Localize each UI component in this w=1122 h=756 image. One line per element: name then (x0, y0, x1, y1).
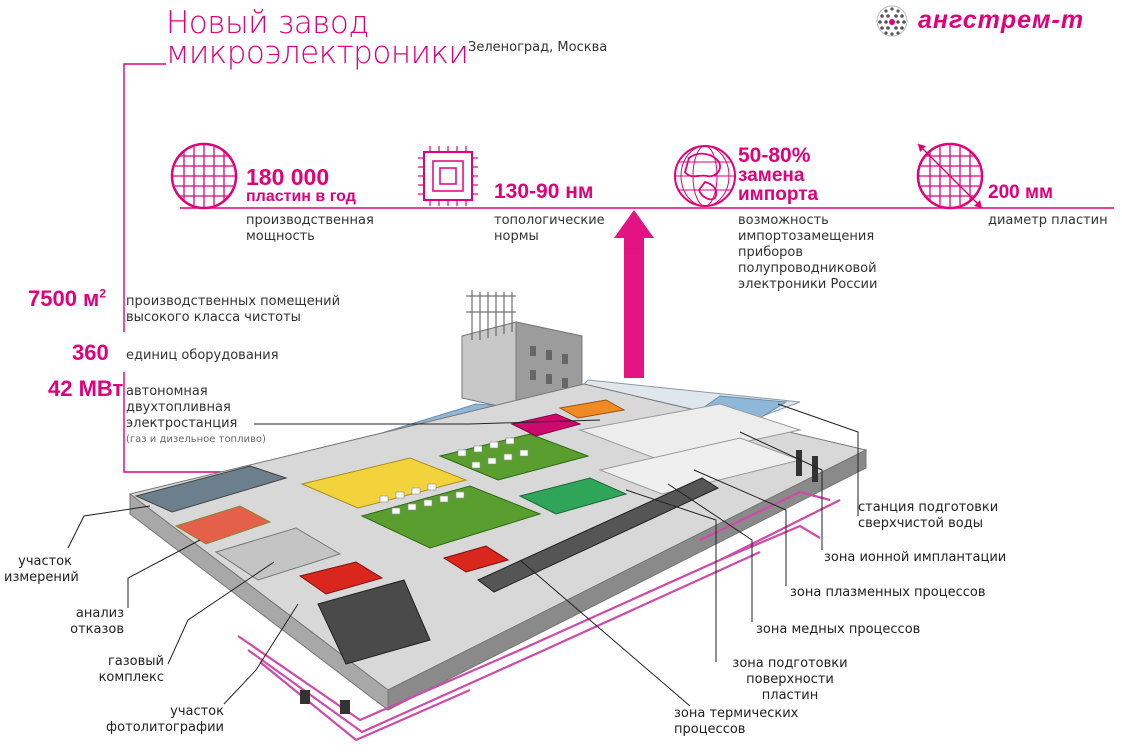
label-thermal-line2: процессов (674, 722, 746, 737)
zone-ion-top (510, 413, 582, 437)
zone-red (442, 545, 510, 573)
kpi-import-line2: замена (738, 165, 805, 186)
label-thermal-processes: зона термических процессов (674, 706, 798, 738)
label-measurement-line2: измерений (4, 570, 79, 585)
fact-area-desc-line2: высокого класса чистоты (126, 310, 301, 325)
wafer-size-icon (916, 142, 984, 210)
logo-sphere-icon (876, 5, 908, 37)
label-failure-line1: анализ (75, 606, 124, 621)
label-surface-line1: зона подготовки (732, 656, 848, 671)
label-water-line1: станция подготовки (858, 500, 999, 515)
label-photo-line1: участок (170, 704, 224, 719)
wafer-icon (170, 142, 238, 210)
label-measurement-line1: участок (18, 554, 72, 569)
fact-area-sup: 2 (99, 286, 107, 301)
fact-power-note: (газ и дизельное топливо) (126, 434, 266, 445)
fact-power-desc-line2: двухтопливная (126, 400, 231, 415)
kpi-import-value: 50-80% (738, 144, 811, 167)
kpi-topology-value: 130-90 нм (494, 180, 594, 203)
label-gas-complex: газовый комплекс (80, 654, 164, 686)
label-photo-line2: фотолитографии (106, 720, 224, 735)
kpi-import: 50-80% замена импорта (738, 144, 819, 205)
fact-power-value: 42 МВт (48, 376, 124, 401)
zone-measurement (134, 465, 288, 513)
globe-icon (674, 145, 736, 207)
kpi-import-desc-line4: полупроводниковой (738, 261, 877, 276)
fact-area-desc: производственных помещений высокого клас… (126, 294, 340, 326)
growth-arrow (614, 210, 654, 378)
zone-gas-complex (214, 527, 342, 581)
kpi-topology-desc: топологические нормы (494, 213, 605, 245)
fact-area-desc-line1: производственных помещений (126, 294, 341, 309)
kpi-capacity-unit: пластин в год (246, 188, 356, 205)
kpi-capacity-desc-line1: производственная (246, 213, 374, 228)
fact-power-desc: автономная двухтопливная электростанция … (126, 384, 266, 448)
location-text: Зеленоград, Москва (468, 40, 608, 55)
zone-copper (518, 477, 628, 515)
zone-thermal (317, 579, 431, 665)
bracket-line-top (123, 63, 166, 332)
kpi-import-desc-line5: электроники России (738, 277, 878, 292)
label-copper-processes: зона медных процессов (756, 622, 921, 637)
fact-area-number: 7500 м (28, 286, 100, 311)
fact-power-desc-line1: автономная (126, 384, 208, 399)
kpi-capacity: 180 000 пластин в год (246, 166, 356, 206)
label-failure-analysis: анализ отказов (40, 606, 124, 638)
fact-equipment-desc: единиц оборудования (126, 348, 279, 363)
zone-orange (558, 399, 626, 419)
kpi-import-desc-line2: импортозамещения (738, 229, 875, 244)
fact-area-value: 7500 м2 (28, 286, 106, 312)
kpi-import-desc-line3: приборов (738, 245, 804, 260)
label-water-line2: сверхчистой воды (858, 516, 984, 531)
kpi-diameter-desc: диаметр пластин (988, 213, 1108, 228)
zone-green-2 (438, 433, 590, 481)
label-water-station: станция подготовки сверхчистой воды (858, 500, 998, 532)
chip-icon (418, 146, 478, 206)
bracket-line-bottom (123, 372, 228, 473)
logo-text: ангстрем-т (918, 6, 1085, 34)
kpi-capacity-value: 180 000 (246, 164, 330, 190)
label-photolithography: участок фотолитографии (104, 704, 224, 736)
label-failure-line2: отказов (70, 622, 124, 637)
label-surface-prep: зона подготовки поверхности пластин (720, 656, 860, 704)
label-measurement: участок измерений (4, 554, 79, 586)
label-gas-line1: газовый (107, 654, 164, 669)
label-thermal-line1: зона термических (674, 706, 799, 721)
title-line-1: Новый завод (166, 5, 369, 41)
kpi-import-desc-line1: возможность (738, 213, 829, 228)
title-line-2: микроэлектроники (166, 35, 469, 71)
fact-power-desc-line3: электростанция (126, 416, 238, 431)
factory-building (128, 290, 868, 742)
kpi-import-desc: возможность импортозамещения приборов по… (738, 213, 877, 293)
kpi-diameter-value: 200 мм (988, 182, 1054, 203)
label-plasma-processes: зона плазменных процессов (790, 585, 986, 600)
zone-green-1 (360, 485, 542, 549)
kpi-topology-desc-line2: нормы (494, 229, 539, 244)
kpi-topology-desc-line1: топологические (494, 213, 605, 228)
right-callout-lines (519, 403, 859, 707)
label-surface-line2: поверхности пластин (746, 672, 834, 703)
label-gas-line2: комплекс (98, 670, 164, 685)
fact-equipment-value: 360 (72, 340, 109, 365)
kpi-capacity-desc: производственная мощность (246, 213, 374, 245)
logo: ангстрем-т (874, 4, 1114, 38)
page-title: Новый завод микроэлектроники (166, 5, 469, 71)
label-ion-implantation: зона ионной имплантации (824, 550, 1007, 565)
zone-failure-analysis (174, 505, 272, 545)
kpi-capacity-desc-line2: мощность (246, 229, 315, 244)
kpi-import-line3: импорта (738, 184, 819, 205)
left-callout-lines (67, 419, 601, 705)
zone-photolithography (300, 457, 468, 509)
